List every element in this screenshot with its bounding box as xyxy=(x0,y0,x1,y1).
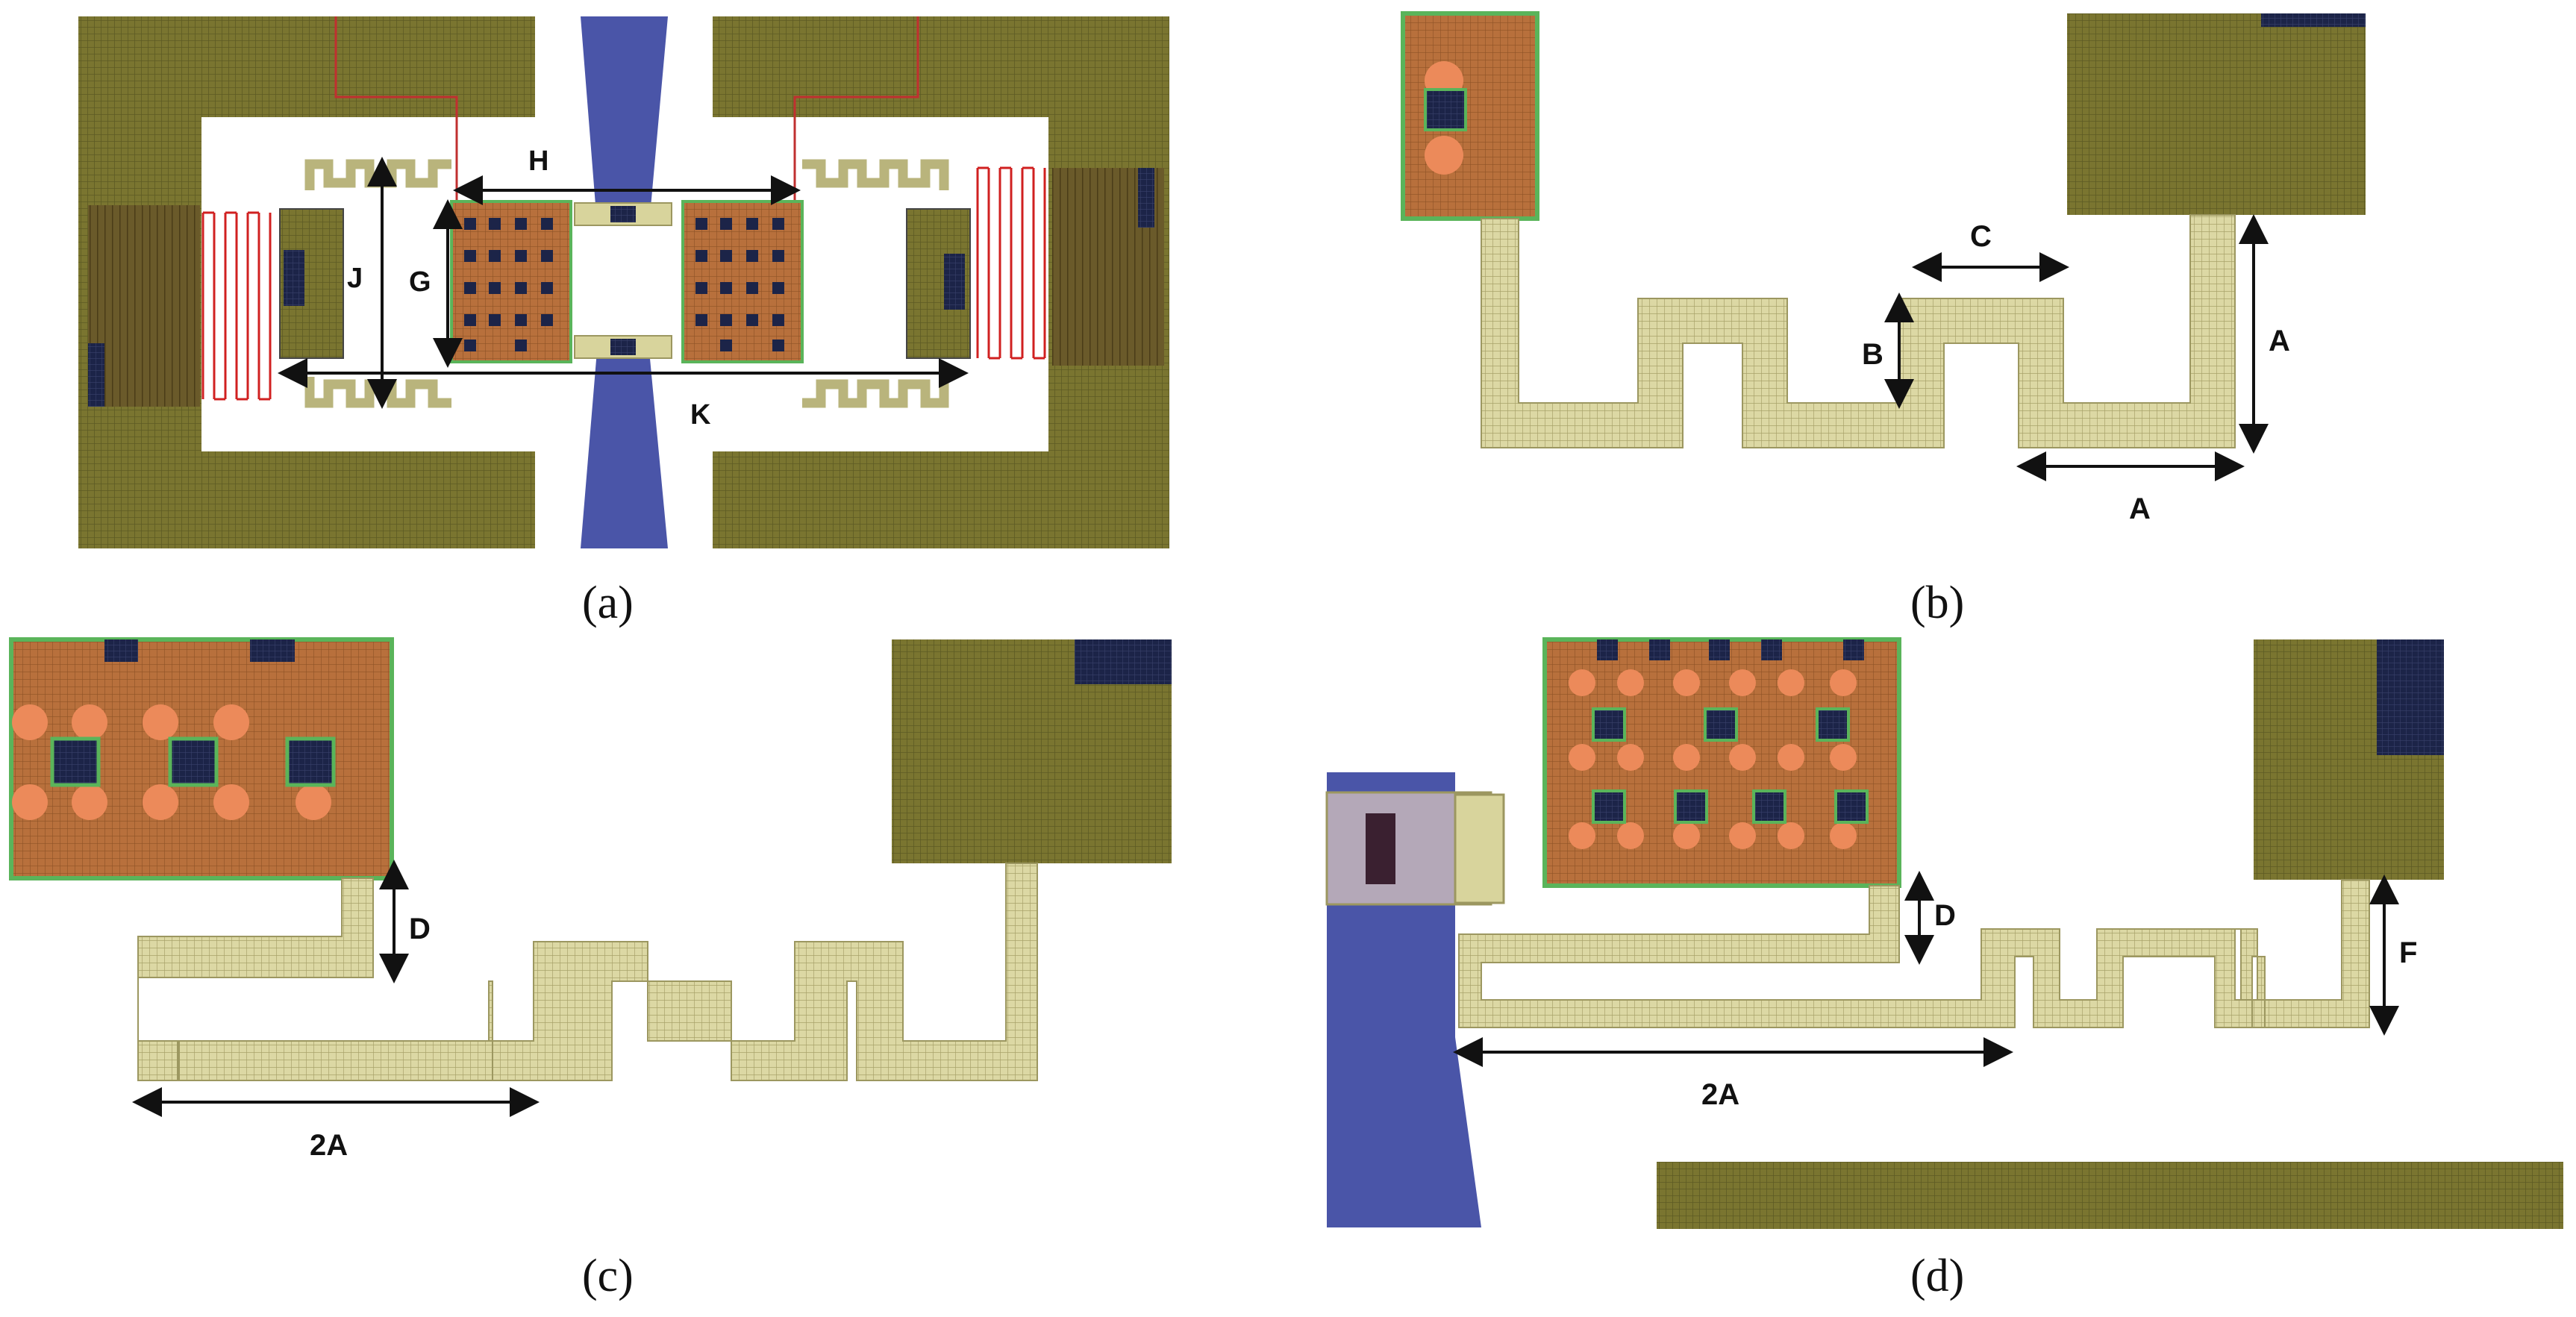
spring-top-right xyxy=(802,159,949,190)
array-left xyxy=(450,200,572,363)
via-square xyxy=(285,736,336,787)
dim-A-vertical-label: A xyxy=(2269,325,2290,357)
device-corner xyxy=(1401,11,1539,221)
navy-block-left xyxy=(88,343,104,407)
heater-right xyxy=(976,166,1046,360)
heater-left xyxy=(201,211,272,401)
dim-A-horizontal-label: A xyxy=(2129,492,2151,525)
feed-line-right xyxy=(793,16,919,201)
blue-line-top xyxy=(581,16,668,224)
pad-top-right xyxy=(713,16,1169,117)
anchor-right-dark xyxy=(944,254,965,310)
dot-pattern xyxy=(1569,669,1857,849)
contact-gap xyxy=(1366,813,1395,884)
dim-C-label: C xyxy=(1970,220,1992,253)
panel-a: H J G K (a) xyxy=(78,16,1169,628)
bottom-bar-d xyxy=(1657,1162,2563,1229)
blue-line-bottom xyxy=(581,351,668,548)
dim-F-label: F xyxy=(2399,936,2417,969)
serpentine-beam-c xyxy=(137,863,1038,1081)
dim-D-label-d: D xyxy=(1934,899,1956,932)
dot-pattern xyxy=(12,704,331,820)
caption-a: (a) xyxy=(582,578,634,628)
dim-K-label: K xyxy=(690,399,711,431)
array-right xyxy=(681,200,804,363)
caption-c: (c) xyxy=(582,1251,634,1301)
bond-pad-d-dark xyxy=(2377,639,2444,755)
bond-pad xyxy=(2067,13,2366,215)
pad-top-left xyxy=(78,16,535,117)
contact-link xyxy=(1454,793,1505,904)
dot xyxy=(1425,136,1463,175)
via-square xyxy=(50,736,101,787)
spring-bottom-right xyxy=(802,377,949,408)
dim-J-label: J xyxy=(347,263,363,294)
contact-top-dark xyxy=(610,206,636,222)
panel-d: D F 2A (d) xyxy=(1325,637,2563,1301)
bond-pad-dark xyxy=(2261,13,2366,27)
via-square xyxy=(250,639,295,662)
anchor-left-dark xyxy=(284,250,304,306)
comb-left xyxy=(88,205,200,407)
dim-B-label: B xyxy=(1862,338,1883,371)
feed-line-left xyxy=(334,16,458,201)
panel-c: D 2A (c) xyxy=(9,637,1172,1301)
caption-b: (b) xyxy=(1910,578,1964,628)
pad-bottom-right xyxy=(713,451,1169,548)
via-grid-d xyxy=(1592,639,1869,824)
via-square xyxy=(168,736,219,787)
bond-pad-c-dark xyxy=(1075,639,1172,684)
caption-d: (d) xyxy=(1910,1251,1964,1301)
dim-H-label: H xyxy=(528,146,548,177)
dim-2A-label: 2A xyxy=(310,1129,348,1162)
navy-block-right xyxy=(1138,168,1154,228)
serpentine-beam-b xyxy=(1481,214,2236,448)
contact-bottom-dark xyxy=(610,339,636,355)
dim-2A-label-d: 2A xyxy=(1701,1078,1739,1111)
panel-b: C B A A (b) xyxy=(1401,11,2366,628)
dim-D-label: D xyxy=(409,913,431,945)
via-square xyxy=(1424,88,1467,131)
dim-G-label: G xyxy=(409,266,431,298)
pad-bottom-left xyxy=(78,451,535,548)
via-square xyxy=(104,639,138,662)
serpentine-beam-d xyxy=(1458,879,2370,1028)
